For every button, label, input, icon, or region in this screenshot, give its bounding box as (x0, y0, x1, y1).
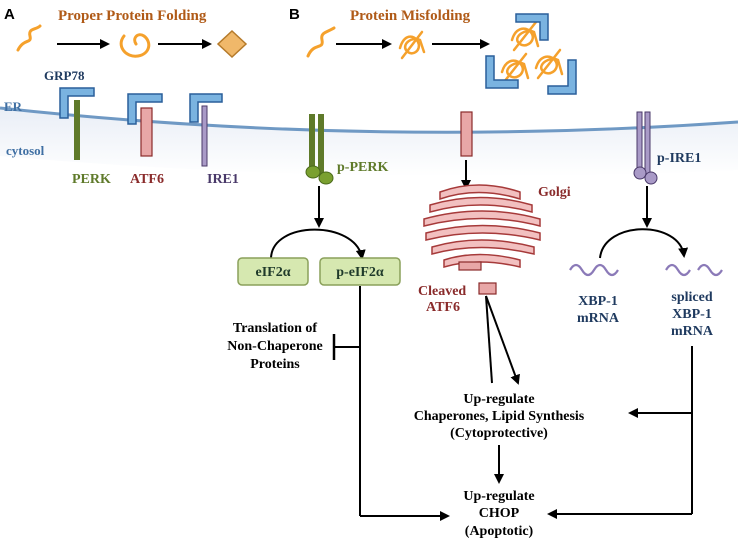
cleaved-atf6-arrow-a (485, 295, 520, 385)
er-membrane (0, 106, 738, 134)
grp78-chaperone-3 (189, 93, 223, 123)
xbp1-splicing-arc (599, 228, 689, 259)
grp78-chaperone-2 (127, 93, 163, 125)
ire1-label: IRE1 (207, 172, 239, 187)
misfolding-heading: Protein Misfolding (350, 8, 471, 24)
translation-line-1: Translation of (233, 321, 317, 336)
ire1-sensor (189, 93, 223, 167)
panel-a-letter: A (4, 6, 15, 23)
panel-b-letter: B (289, 6, 300, 23)
eif2a-label: eIF2α (255, 265, 290, 280)
cleaved-atf6-fragment (478, 282, 497, 295)
translation-line-3: Proteins (250, 357, 300, 372)
er-label: ER (4, 99, 23, 114)
grp78-chaperone-1 (59, 87, 95, 119)
golgi-label: Golgi (538, 185, 571, 200)
atf6-sensor (127, 93, 163, 157)
atf6-released (460, 111, 473, 157)
p-eif2a-box (319, 257, 401, 286)
cytosol-label: cytosol (6, 143, 45, 158)
chaperone-line-3: (Cytoprotective) (450, 426, 548, 441)
partly-folded-protein (119, 33, 151, 58)
chop-line-3: (Apoptotic) (465, 524, 534, 539)
grp78-bound-aggregate (485, 13, 577, 95)
p-perk-label: p-PERK (337, 160, 388, 175)
spliced-line-2: XBP-1 (672, 307, 712, 322)
cleaved-atf6-line-2: ATF6 (426, 300, 460, 315)
misfolded-protein (398, 30, 426, 60)
chaperone-line-2: Chaperones, Lipid Synthesis (414, 409, 585, 424)
perk-label: PERK (72, 172, 111, 187)
xbp1-line-2: mRNA (577, 311, 620, 326)
proper-folding-heading: Proper Protein Folding (58, 8, 207, 24)
chaperone-line-1: Up-regulate (463, 392, 534, 407)
folded-protein-diamond (216, 29, 248, 59)
chop-line-1: Up-regulate (463, 489, 534, 504)
translation-line-2: Non-Chaperone (227, 339, 322, 354)
p-ire1-dimer (633, 111, 658, 185)
p-ire1-label: p-IRE1 (657, 151, 701, 166)
cleaved-atf6-arrow-b (485, 295, 493, 384)
chop-line-2: CHOP (479, 506, 520, 521)
p-perk-dimer (305, 114, 334, 185)
eif2a-box (237, 257, 309, 286)
spliced-line-1: spliced (671, 290, 712, 305)
xbp1-mrna-squiggle (569, 263, 619, 277)
perk-sensor (59, 87, 95, 160)
unfolded-protein-a (16, 24, 42, 52)
unfolded-protein-b (306, 26, 336, 58)
spliced-line-3: mRNA (671, 324, 714, 339)
golgi-apparatus (423, 184, 541, 269)
xbp1-line-1: XBP-1 (578, 294, 618, 309)
golgi-atf6-fragment (458, 261, 482, 271)
p-eif2a-label: p-eIF2α (336, 265, 384, 280)
spliced-xbp1-squiggle-1 (665, 263, 691, 277)
atf6-label: ATF6 (130, 172, 164, 187)
cleaved-atf6-line-1: Cleaved (418, 284, 466, 299)
grp78-label: GRP78 (44, 68, 85, 83)
spliced-xbp1-squiggle-2 (697, 263, 723, 277)
eif2a-phosphorylation-arc (270, 228, 366, 260)
